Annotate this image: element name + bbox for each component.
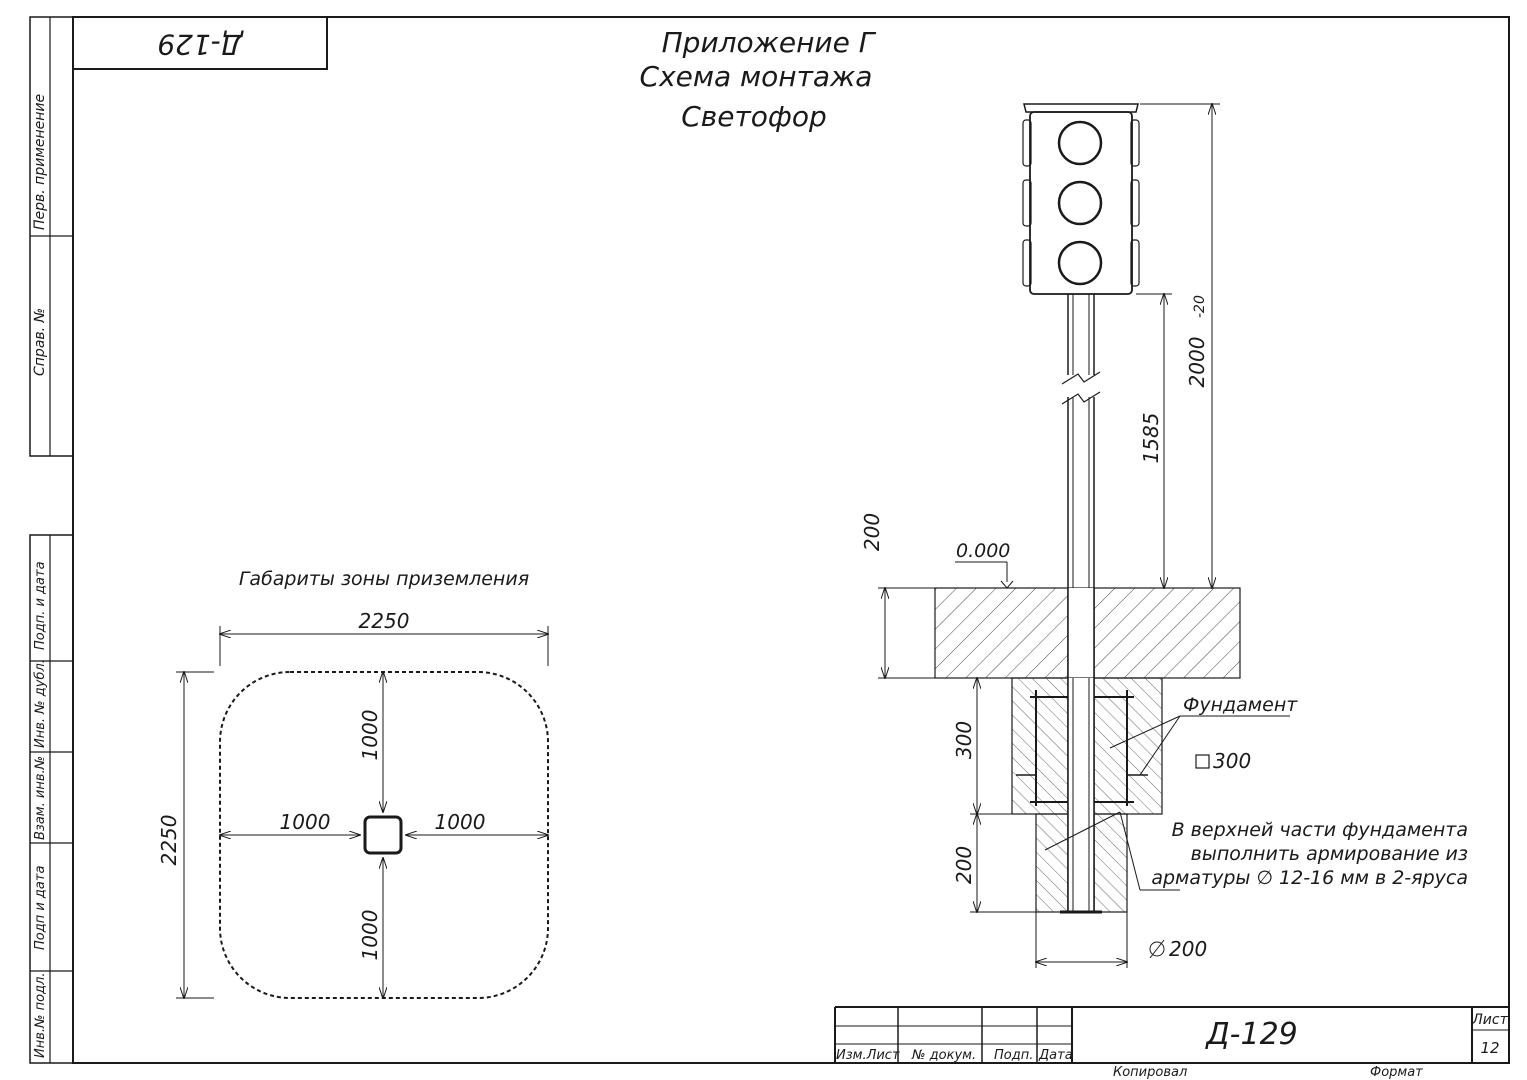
tb-podp: Подп. — [994, 1048, 1033, 1063]
corner-stamp: Д-129 — [73, 17, 328, 70]
dim-zone-height: 2250 — [157, 815, 181, 866]
signal-lamp-top — [1057, 120, 1103, 166]
square-label: 300 — [1213, 749, 1251, 773]
sheet-frame — [29, 16, 1510, 1064]
tb-format: Формат — [1370, 1065, 1423, 1080]
level-mark: 0.000 — [956, 540, 1010, 562]
title-block: Изм.Лист № докум. Подп. Дата Д-129 Лист … — [834, 1006, 1509, 1080]
tb-doc-no: № докум. — [911, 1048, 976, 1063]
tb-izm-list: Изм.Лист — [836, 1048, 900, 1063]
grounding-zone-view: Габариты зоны приземления 2250 2250 1000… — [157, 568, 549, 999]
dim-total-tolerance: -20 — [1192, 295, 1208, 318]
foundation-label: Фундамент — [1183, 694, 1298, 716]
label-podp-i-data-2: Подп и дата — [33, 866, 48, 950]
signal-lamp-bottom — [1057, 240, 1103, 286]
drawing-title: Приложение Г Схема монтажа Светофор — [640, 26, 877, 133]
label-sprav-no: Справ. № — [32, 308, 48, 376]
pole-section — [363, 815, 403, 855]
dim-zone-top: 1000 — [358, 710, 382, 761]
tb-code: Д-129 — [1204, 1017, 1298, 1052]
tb-sheet-no: 12 — [1480, 1039, 1499, 1057]
label-inv-no-podl: Инв.№ подл. — [33, 972, 48, 1058]
signal-lamp-middle — [1057, 180, 1103, 226]
dim-foundation-depth: 300 — [952, 721, 976, 759]
grounding-zone-caption: Габариты зоны приземления — [239, 568, 529, 590]
tb-sheet-label: Лист — [1471, 1012, 1508, 1028]
dim-zone-left: 1000 — [280, 810, 331, 834]
note-line-1: В верхней части фундамента — [1172, 819, 1468, 841]
dim-zone-right: 1000 — [435, 810, 486, 834]
corner-stamp-code: Д-129 — [157, 28, 244, 61]
label-inv-no-dubl: Инв. № дубл. — [33, 659, 48, 748]
dim-zone-width: 2250 — [359, 609, 410, 633]
dim-zone-bottom: 1000 — [358, 910, 382, 961]
traffic-light-elevation: 2000 -20 1585 200 0.000 300 200 200 — [860, 104, 1468, 968]
note-line-2: выполнить армирование из — [1191, 843, 1468, 865]
traffic-light-head — [1022, 103, 1140, 295]
label-podp-i-data-1: Подп. и дата — [33, 561, 48, 650]
label-vzam-inv-no: Взам. инв.№ — [33, 756, 48, 840]
tb-kopiroval: Копировал — [1113, 1065, 1187, 1080]
note-line-3: арматуры ∅ 12-16 мм в 2-яруса — [1151, 867, 1468, 889]
dim-lower-depth: 200 — [952, 846, 976, 884]
dim-pole-height: 1585 — [1139, 413, 1163, 464]
title-line-1: Приложение Г — [662, 26, 877, 59]
tb-data: Дата — [1038, 1048, 1073, 1063]
label-perv-primenenie: Перв. применение — [32, 94, 48, 230]
dim-slab-thickness: 200 — [860, 513, 884, 551]
diameter-label: 200 — [1169, 937, 1207, 961]
title-line-3: Светофор — [681, 100, 827, 133]
dim-total-height: 2000 — [1185, 337, 1209, 388]
side-strip-labels: Перв. применение Справ. № Подп. и дата И… — [32, 94, 48, 1058]
title-line-2: Схема монтажа — [640, 60, 873, 93]
